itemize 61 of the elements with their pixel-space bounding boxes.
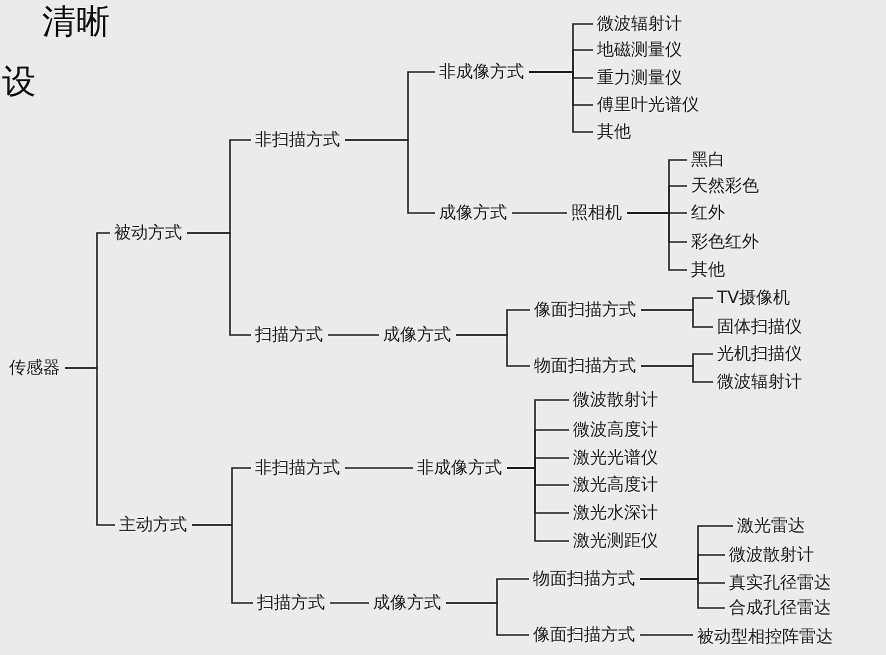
tree-label: 激光雷达: [736, 515, 806, 537]
tree-label: 微波高度计: [572, 419, 659, 441]
tree-label: 扫描方式: [254, 324, 324, 346]
tree-connector: [529, 71, 593, 133]
tree-label: 被动型相控阵雷达: [696, 626, 834, 648]
tree-connector: [345, 467, 413, 469]
tree-connector: [456, 334, 530, 367]
tree-label: 物面扫描方式: [532, 568, 636, 590]
tree-connector: [640, 578, 725, 609]
tree-connector: [640, 634, 693, 636]
tree-connector: [507, 467, 569, 542]
tree-label: 微波散射计: [572, 389, 659, 411]
tree-label: 彩色红外: [690, 231, 760, 253]
tree-label: 成像方式: [438, 202, 508, 224]
tree-label: 成像方式: [372, 592, 442, 614]
tree-connector: [192, 524, 253, 604]
tree-label: 其他: [690, 259, 726, 281]
tree-label: 真实孔径雷达: [728, 572, 832, 594]
tree-label: 傅里叶光谱仪: [596, 94, 700, 116]
tree-label: 微波辐射计: [716, 371, 803, 393]
tree-label: 地磁测量仪: [596, 39, 683, 61]
tree-label: 主动方式: [118, 514, 188, 536]
tree-label: 红外: [690, 202, 726, 224]
tree-label: 非扫描方式: [254, 457, 341, 479]
tree-label: 光机扫描仪: [716, 343, 803, 365]
tree-label: 激光高度计: [572, 474, 659, 496]
tree-connector: [345, 139, 435, 214]
tree-label: 黑白: [690, 149, 726, 171]
handwritten-note: 清晰: [42, 2, 110, 42]
tree-label: 非扫描方式: [254, 129, 341, 151]
handwritten-note: 设: [2, 62, 36, 102]
tree-connector: [65, 367, 115, 526]
tree-label: 其他: [596, 121, 632, 143]
tree-label: TV摄像机: [716, 287, 792, 309]
tree-connector: [641, 365, 713, 383]
tree-connector: [446, 602, 529, 636]
tree-connector: [627, 212, 687, 271]
tree-label: 天然彩色: [690, 175, 760, 197]
tree-label: 成像方式: [382, 324, 452, 346]
tree-label: 扫描方式: [256, 592, 326, 614]
tree-label: 合成孔径雷达: [728, 597, 832, 619]
tree-label: 微波散射计: [728, 544, 815, 566]
tree-label: 微波辐射计: [596, 13, 683, 35]
tree-label: 像面扫描方式: [533, 299, 637, 321]
tree-label: 激光光谱仪: [572, 447, 659, 469]
tree-connector: [512, 212, 567, 214]
tree-label: 非成像方式: [438, 61, 525, 83]
tree-label: 激光测距仪: [572, 530, 659, 552]
tree-label: 照相机: [570, 202, 623, 224]
tree-label: 固体扫描仪: [716, 316, 803, 338]
tree-connector: [641, 309, 713, 328]
tree-connector: [187, 232, 251, 336]
tree-label: 传感器: [8, 357, 61, 379]
tree-label: 像面扫描方式: [532, 624, 636, 646]
tree-label: 被动方式: [113, 222, 183, 244]
tree-label: 物面扫描方式: [533, 355, 637, 377]
tree-label: 激光水深计: [572, 502, 659, 524]
tree-connector: [328, 334, 379, 336]
tree-connector: [330, 602, 369, 604]
tree-label: 非成像方式: [416, 457, 503, 479]
tree-label: 重力测量仪: [596, 67, 683, 89]
